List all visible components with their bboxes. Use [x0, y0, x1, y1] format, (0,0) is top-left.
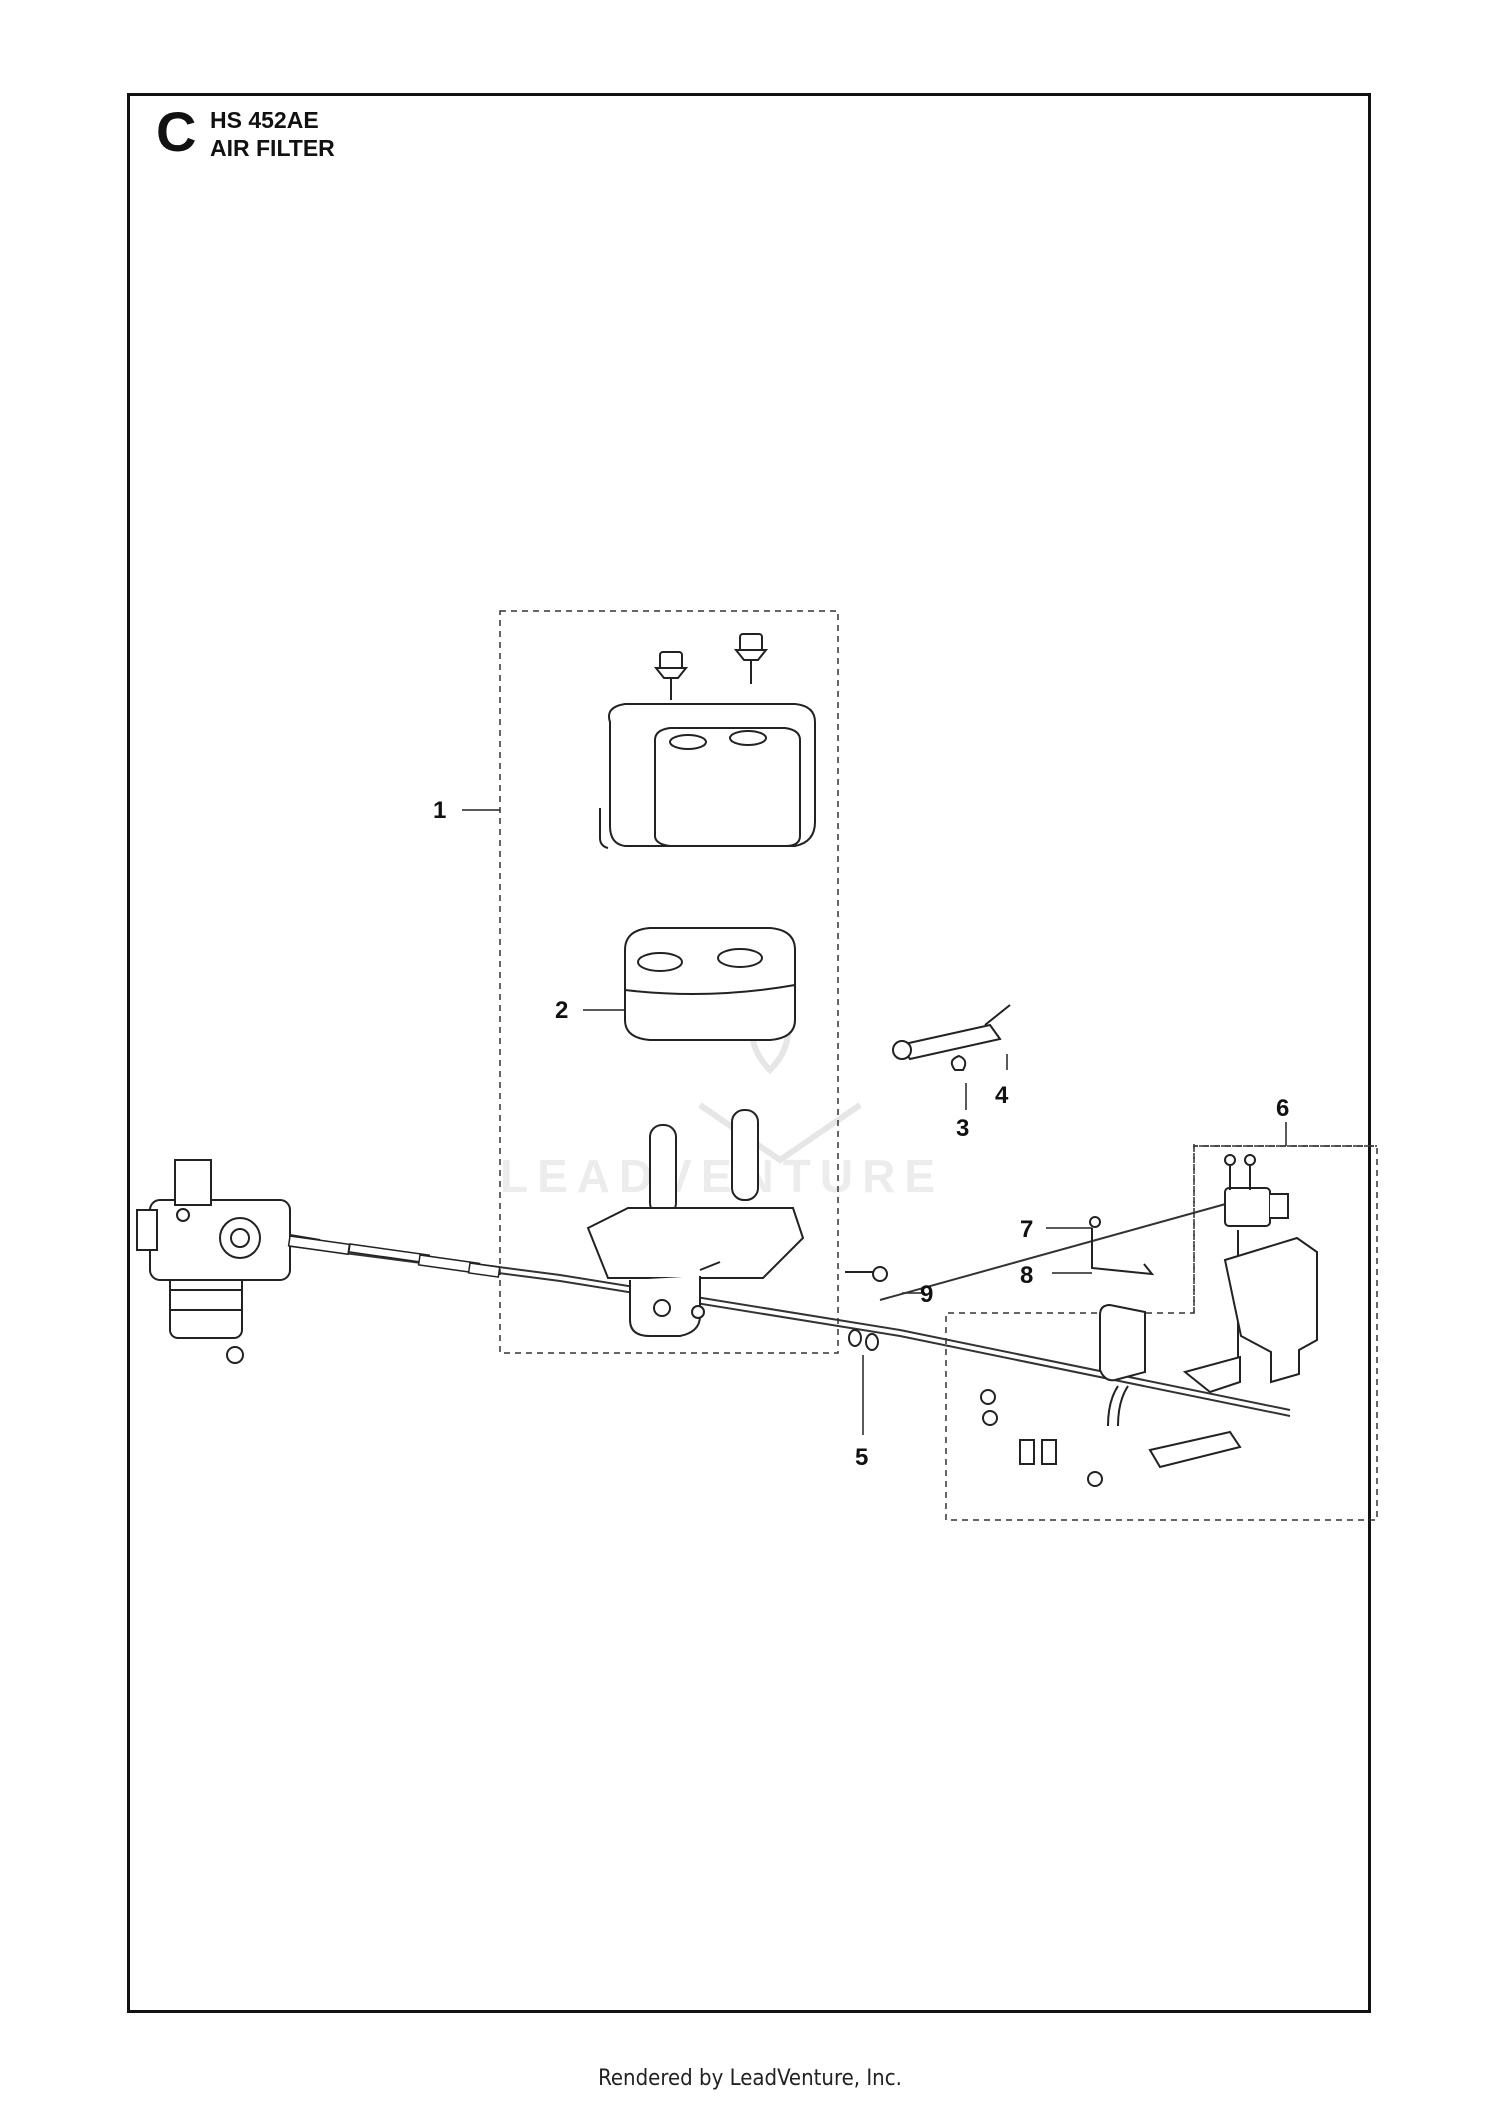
callout-4: 4 — [995, 1082, 1009, 1109]
callout-8: 8 — [1020, 1262, 1033, 1289]
callout-1: 1 — [433, 797, 446, 824]
section-title: AIR FILTER — [210, 135, 335, 161]
footer-credit: Rendered by LeadVenture, Inc. — [598, 2066, 902, 2091]
air-filter-cover-drawing — [599, 633, 816, 849]
callout-6: 6 — [1276, 1095, 1289, 1122]
screw-9-drawing — [845, 1266, 888, 1282]
callout-9: 9 — [920, 1281, 933, 1308]
hose-clip-drawing — [950, 1054, 967, 1071]
callout-5: 5 — [855, 1444, 868, 1471]
carburetor-drawing — [136, 1159, 321, 1364]
air-filter-base-drawing — [586, 1109, 805, 1337]
watermark-text: LEADVENTURE — [500, 1150, 944, 1202]
switch-bracket-drawing — [980, 1154, 1318, 1487]
model-title: HS 452AE — [210, 107, 319, 133]
breather-tube-drawing — [892, 1004, 1011, 1061]
air-filter-element-drawing — [624, 927, 796, 1041]
callout-3: 3 — [956, 1115, 969, 1142]
callout-7: 7 — [1020, 1216, 1033, 1243]
throttle-rod-drawing — [287, 1235, 501, 1278]
diagram-frame — [127, 93, 1371, 2013]
washers-5-drawing — [848, 1329, 879, 1351]
group-box-harness-top — [1193, 1145, 1377, 1313]
link-rod-drawing — [1089, 1216, 1155, 1276]
callout-2: 2 — [555, 997, 568, 1024]
group-box-air-filter — [499, 610, 839, 1354]
section-letter: C — [156, 100, 197, 163]
